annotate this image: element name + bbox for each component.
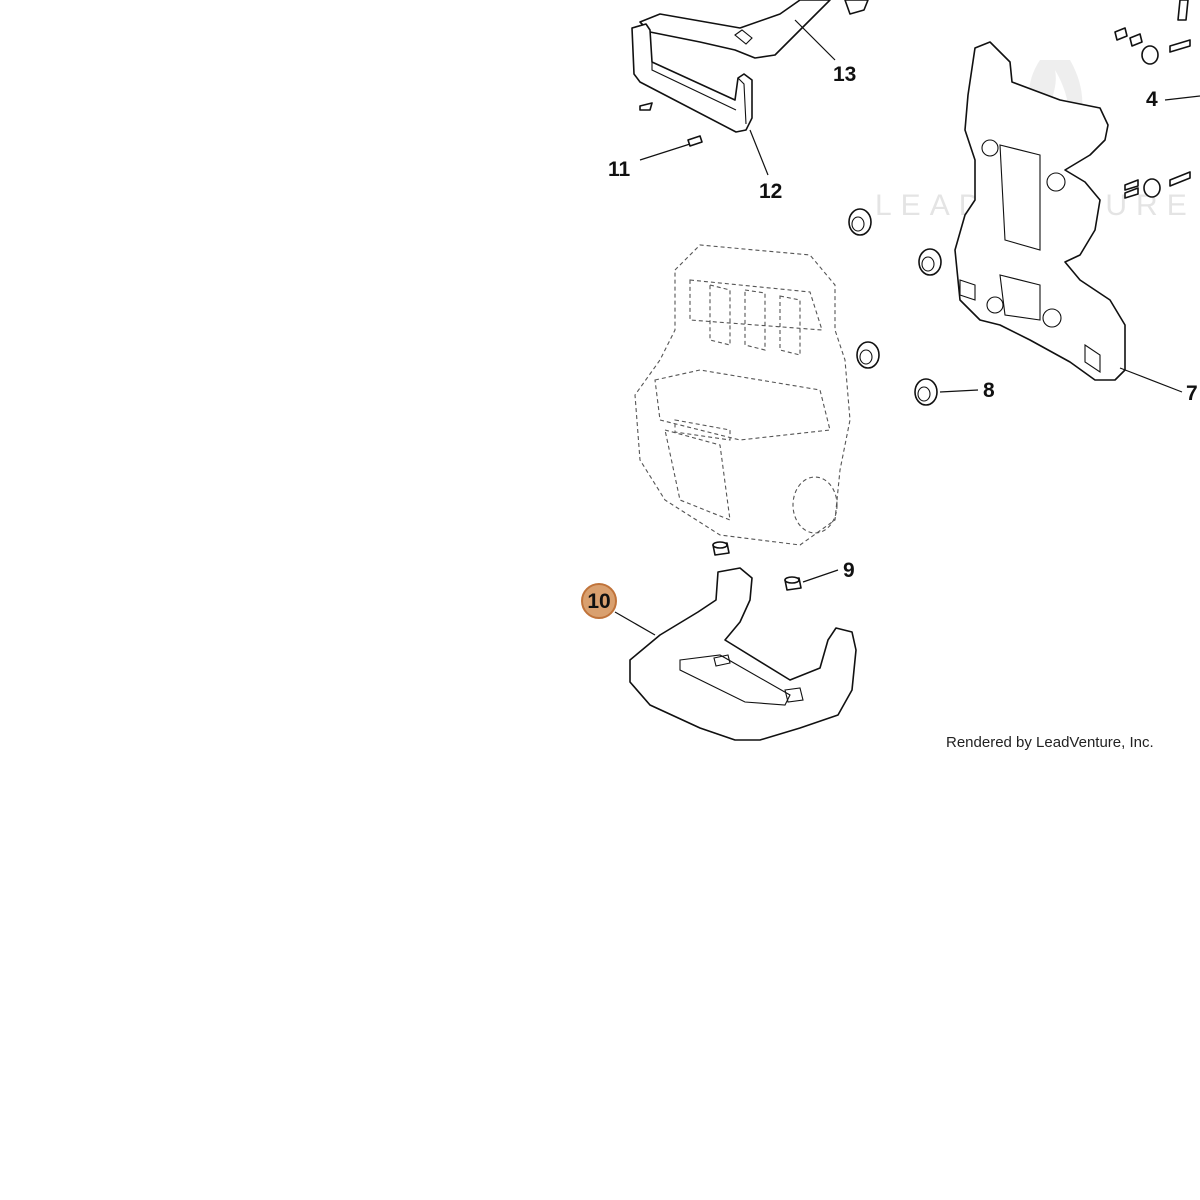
callout-13[interactable]: 13 <box>833 63 856 86</box>
part-10-front-handle[interactable] <box>629 567 857 741</box>
highlight-circle <box>581 583 617 619</box>
part-4-fasteners[interactable] <box>1114 0 1191 199</box>
part-9-pads[interactable] <box>712 541 802 591</box>
leader-7 <box>1119 367 1183 393</box>
leader-13 <box>794 19 836 61</box>
rendered-credit: Rendered by LeadVenture, Inc. <box>946 734 1154 751</box>
callout-8[interactable]: 8 <box>983 379 995 402</box>
part-13-handle-bar[interactable] <box>639 0 869 59</box>
engine-ghost-outline <box>634 244 851 546</box>
part-12-u-bar[interactable] <box>631 23 753 133</box>
leader-8 <box>939 389 979 393</box>
callout-9[interactable]: 9 <box>843 559 855 582</box>
leader-11 <box>639 143 691 161</box>
callout-10-highlight[interactable]: 10 <box>581 583 617 619</box>
part-8-grommets[interactable] <box>848 208 942 406</box>
callout-7[interactable]: 7 <box>1186 382 1198 405</box>
callout-11[interactable]: 11 <box>608 158 631 181</box>
leader-10 <box>614 611 656 636</box>
leader-12 <box>749 129 769 176</box>
leader-4 <box>1164 95 1200 101</box>
callout-12[interactable]: 12 <box>759 180 782 203</box>
callout-4[interactable]: 4 <box>1146 88 1158 111</box>
callout-10[interactable]: 10 <box>587 590 610 613</box>
leader-9 <box>802 569 839 583</box>
part-7-backplate[interactable] <box>954 41 1126 381</box>
